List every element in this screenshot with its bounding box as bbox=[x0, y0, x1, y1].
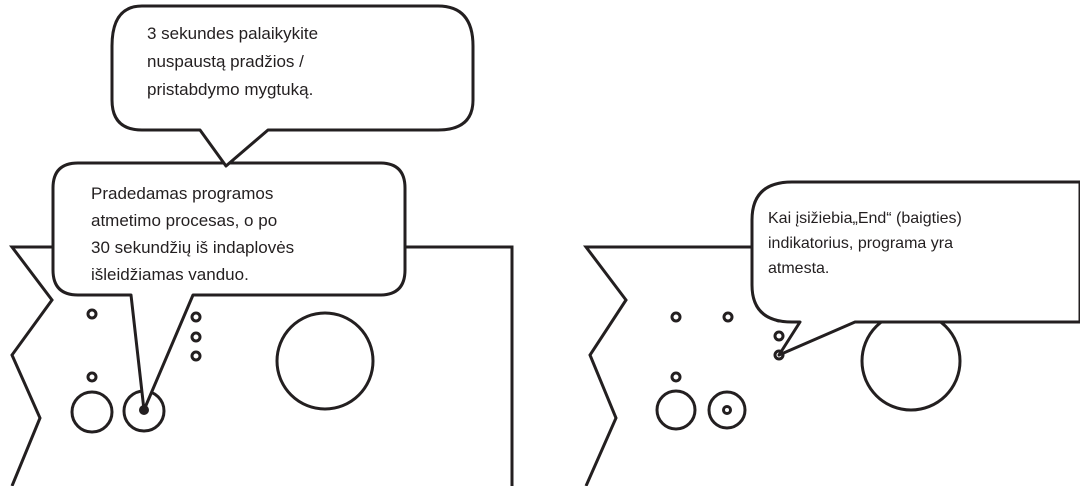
callout-line: 3 sekundes palaikykite bbox=[147, 24, 319, 43]
callout-line: Kai įsižiebia„End“ (baigties) bbox=[768, 210, 962, 227]
indicator-led bbox=[722, 311, 734, 323]
callout-line: pristabdymo mygtuką. bbox=[147, 80, 314, 99]
callout-bubble-cancel bbox=[51, 161, 407, 412]
callout-text-end: Kai įsižiebia„End“ (baigties) indikatori… bbox=[768, 206, 1068, 281]
callout-line: indikatorius, programa yra bbox=[768, 235, 953, 252]
indicator-led bbox=[670, 311, 682, 323]
callout-bubble-end bbox=[750, 180, 1080, 357]
right-panel-outline bbox=[582, 245, 1080, 486]
left-panel-outline bbox=[8, 245, 514, 486]
start-pause-button bbox=[707, 390, 747, 430]
callout-line: Pradedamas programos bbox=[91, 184, 274, 203]
end-indicator-led bbox=[773, 349, 785, 361]
indicator-led bbox=[86, 371, 98, 383]
callout-text-cancel: Pradedamas programos atmetimo procesas, … bbox=[91, 180, 381, 288]
program-dial bbox=[860, 310, 962, 412]
round-button bbox=[70, 390, 114, 434]
indicator-led bbox=[190, 331, 202, 343]
callout-line: atmesta. bbox=[768, 260, 830, 277]
callout-text-press: 3 sekundes palaikykite nuspaustą pradžio… bbox=[147, 20, 387, 104]
button-center-dot bbox=[722, 405, 732, 415]
callout-line: išleidžiamas vanduo. bbox=[91, 265, 249, 284]
callout-line: 30 sekundžių iš indaplovės bbox=[91, 238, 295, 257]
indicator-led bbox=[190, 350, 202, 362]
callout-line: nuspaustą pradžios / bbox=[147, 52, 304, 71]
indicator-led bbox=[190, 311, 202, 323]
indicator-led bbox=[773, 330, 785, 342]
indicator-led bbox=[86, 308, 98, 320]
round-button bbox=[655, 389, 697, 431]
indicator-led bbox=[670, 371, 682, 383]
program-dial bbox=[275, 311, 375, 411]
callout-line: atmetimo procesas, o po bbox=[91, 211, 278, 230]
callout-bubble-press bbox=[110, 4, 475, 168]
